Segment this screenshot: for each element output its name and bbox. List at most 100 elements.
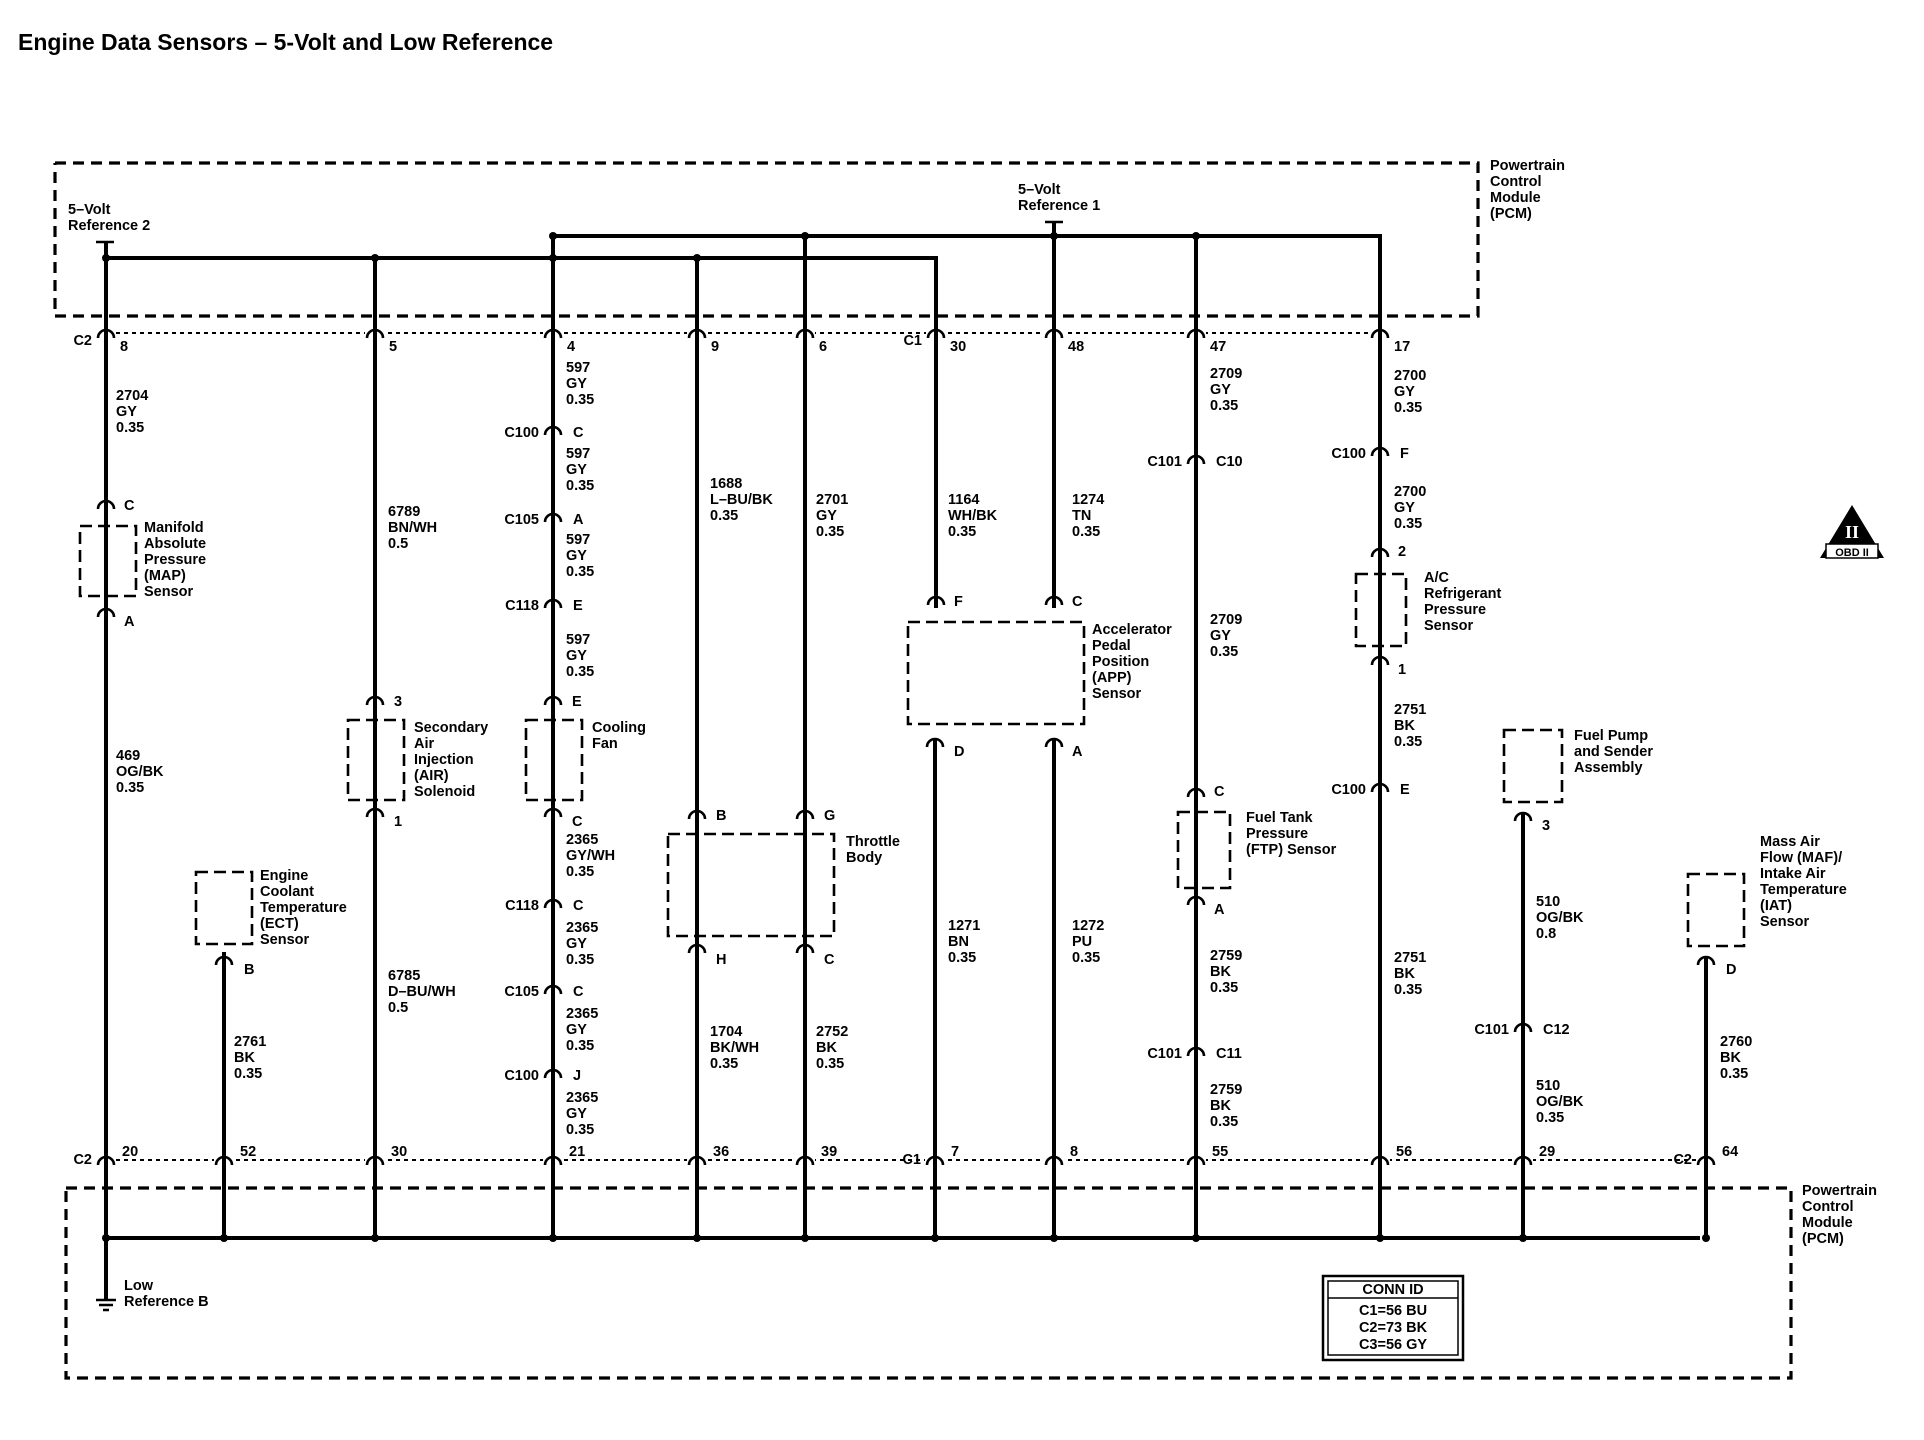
- bottom-pcm-connector: [1370, 1155, 1390, 1168]
- inline-connector-pin: C10: [1216, 454, 1243, 470]
- ftp-pin-a-label: A: [1214, 902, 1225, 918]
- pcm-top-text-line: Powertrain: [1490, 158, 1565, 174]
- app-sensor-label-line: (APP): [1092, 670, 1132, 686]
- obd-ii-text: OBD II: [1835, 547, 1869, 559]
- wire-2709b-label-line: GY: [1210, 628, 1231, 644]
- bottom-pin-label: 55: [1212, 1144, 1228, 1160]
- cooling-fan-box: [524, 718, 584, 802]
- splice-dot: [801, 232, 809, 240]
- inline-connector-id: C100: [1331, 782, 1366, 798]
- inline-c100_f: [1370, 446, 1390, 460]
- wire-2701-label-line: 2701: [816, 492, 848, 508]
- inline-connector-id: C118: [505, 898, 539, 914]
- air-pin-3: [365, 695, 385, 708]
- wire-2760-label-line: 2760: [1720, 1034, 1752, 1050]
- top-pin-label: 5: [389, 339, 397, 355]
- pcm-top-text-line: Control: [1490, 174, 1542, 190]
- pcm-top-text-line: Module: [1490, 190, 1541, 206]
- splice-dot: [371, 254, 379, 262]
- inline-c105_a: [543, 512, 563, 526]
- maf-sensor-label-line: Temperature: [1760, 882, 1847, 898]
- splice-dot: [1192, 1234, 1200, 1242]
- top-conn-label: C2: [73, 333, 92, 349]
- wire-2701-label-line: GY: [816, 508, 837, 524]
- wire-2751a-label-line: 0.35: [1394, 734, 1422, 750]
- splice-dot: [549, 254, 557, 262]
- wire-597c-label-line: 0.35: [566, 564, 594, 580]
- inline-c118_c: [543, 898, 563, 912]
- bottom-pin-label: 8: [1070, 1144, 1078, 1160]
- map-pin-a-label: A: [124, 614, 135, 630]
- maf-sensor-label-line: Sensor: [1760, 914, 1810, 930]
- bottom-conn-label: C2: [73, 1152, 92, 1168]
- inline-connector-id: C100: [504, 425, 539, 441]
- air-solenoid-label-line: Injection: [414, 752, 474, 768]
- bottom-pcm-connector: [925, 1155, 945, 1168]
- air-pin-3-label: 3: [394, 694, 402, 710]
- inline-connector-pin: A: [573, 512, 584, 528]
- top-pcm-connector: [926, 328, 946, 341]
- wire-2709a-label-line: 2709: [1210, 366, 1242, 382]
- wire-2761-label-line: 0.35: [234, 1066, 262, 1082]
- wire-1704-label-line: 1704: [710, 1024, 742, 1040]
- wire-1274-label-line: 1274: [1072, 492, 1104, 508]
- wire-597b-label-line: 597: [566, 446, 590, 462]
- inline-connector-id: C100: [1331, 446, 1366, 462]
- bottom-pcm-connector: [96, 1155, 116, 1168]
- splice-dot: [1519, 1234, 1527, 1242]
- wire-6789-label-line: BN/WH: [388, 520, 437, 536]
- app-sensor-label-line: Accelerator: [1092, 622, 1172, 638]
- wire-2701-label-line: 0.35: [816, 524, 844, 540]
- air-solenoid-label-line: Air: [414, 736, 435, 752]
- bottom-pcm-connector: [687, 1155, 707, 1168]
- app-sensor-label-line: Pedal: [1092, 638, 1131, 654]
- inline-connector-id: C101: [1147, 454, 1182, 470]
- ac-pin-1-label: 1: [1398, 662, 1406, 678]
- wire-2365b-label-line: GY: [566, 936, 587, 952]
- wire-2700a-label-line: GY: [1394, 384, 1415, 400]
- splice-dot: [371, 1234, 379, 1242]
- fan-pin-c-label: C: [572, 814, 583, 830]
- thr-pin-h: [687, 943, 707, 956]
- app-pin-a: [1044, 737, 1064, 750]
- splice-dot: [693, 254, 701, 262]
- wire-597c-label-line: GY: [566, 548, 587, 564]
- wire-2700b-label-line: 0.35: [1394, 516, 1422, 532]
- wire-1271-label-line: BN: [948, 934, 969, 950]
- wires-layer: [104, 236, 1708, 1238]
- map-sensor-label-line: Manifold: [144, 520, 204, 536]
- pcm-top-text-line: (PCM): [1490, 206, 1532, 222]
- thr-pin-b: [687, 809, 707, 822]
- wire-2761-label-line: BK: [234, 1050, 255, 1066]
- wire-597d-label-line: 0.35: [566, 664, 594, 680]
- ref2-text-line: Reference 2: [68, 218, 150, 234]
- ect-sensor-label-line: Temperature: [260, 900, 347, 916]
- bottom-pcm-connector: [1696, 1155, 1716, 1168]
- air-pin-1-label: 1: [394, 814, 402, 830]
- top-pin-label: 48: [1068, 339, 1084, 355]
- wire-2365c-label-line: 0.35: [566, 1038, 594, 1054]
- thr-pin-c: [795, 943, 815, 956]
- wire-510a-label-line: 0.8: [1536, 926, 1556, 942]
- ref1-text-line: 5–Volt: [1018, 182, 1061, 198]
- app-pin-d-label: D: [954, 744, 964, 760]
- inline-c101_c10: [1186, 454, 1206, 468]
- app-sensor-box: [906, 620, 1086, 726]
- wire-2365b-label-line: 2365: [566, 920, 598, 936]
- top-pin-label: 17: [1394, 339, 1410, 355]
- wire-2709b-label-line: 2709: [1210, 612, 1242, 628]
- wire-469-label-line: OG/BK: [116, 764, 164, 780]
- top-pin-label: 6: [819, 339, 827, 355]
- wire-2365b-label-line: 0.35: [566, 952, 594, 968]
